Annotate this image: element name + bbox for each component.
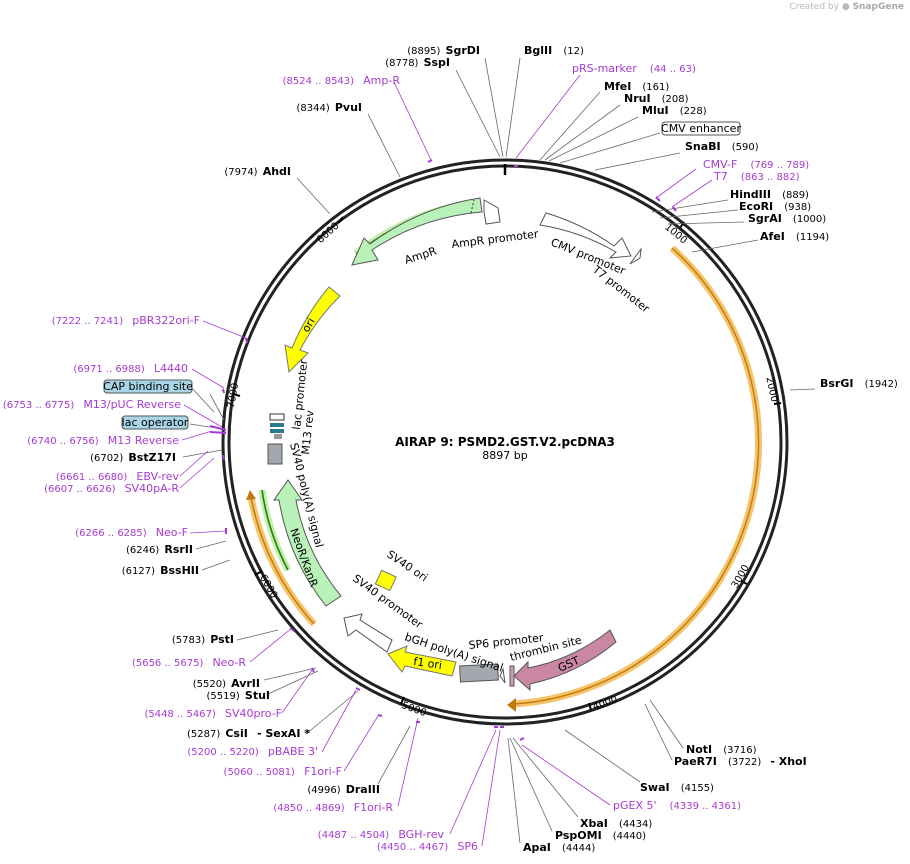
- tick-5000: 5000: [400, 696, 428, 719]
- primer-m13-reverse: (6740 .. 6756) M13 Reverse: [27, 429, 179, 448]
- primer-bgh-rev: (4487 .. 4504) BGH-rev: [318, 823, 445, 842]
- feature-t7-promoter: [629, 247, 642, 265]
- enzyme-avrii: (5520) AvrII: [193, 672, 260, 691]
- enzyme-swai: SwaI (4155): [640, 776, 714, 795]
- feature-cmv-promoter: [539, 212, 632, 259]
- enzyme-nrui: NruI (208): [624, 87, 689, 106]
- feature-f1-ori: [387, 645, 457, 677]
- primer-m13-puc-reverse: (6753 .. 6775) M13/pUC Reverse: [3, 393, 181, 412]
- enzyme-paer7i: PaeR7I (3722) - XhoI: [674, 750, 807, 769]
- enzyme-noti: NotI (3716): [686, 738, 757, 757]
- primer-f1ori-r: (4850 .. 4869) F1ori-R: [273, 796, 393, 815]
- enzyme-rsrii: (6246) RsrII: [126, 538, 193, 557]
- feature-labels: AmpR promoter AmpR CMV promoter T7 promo…: [287, 227, 652, 674]
- feature-ampr: [351, 197, 483, 266]
- enzyme-ecori: EcoRI (938): [739, 195, 811, 214]
- feature-sv40-promoter: [343, 613, 393, 653]
- primer-neo-r: (5656 .. 5675) Neo-R: [132, 651, 246, 670]
- label-ampr: AmpR: [403, 244, 439, 267]
- map-title: AIRAP 9: PSMD2.GST.V2.pcDNA3: [395, 435, 615, 449]
- enzyme-bsshii: (6127) BssHII: [122, 559, 199, 578]
- enzyme-pvui: (8344) PvuI: [296, 96, 362, 115]
- enzyme-bglii: BglII (12): [524, 39, 584, 58]
- primer-t7: T7 (863 .. 882): [713, 165, 800, 184]
- feature-ampr-promoter: [483, 199, 501, 225]
- credit-brand: SnapGene: [852, 2, 904, 12]
- enzyme-bstz17i: (6702) BstZ17I: [90, 446, 176, 465]
- tick-4000: 4000: [588, 694, 619, 713]
- enzyme-ahdi: (7974) AhdI: [224, 160, 291, 179]
- boxed-lac-operator: lac operator: [121, 415, 189, 430]
- enzyme-hindiii: HindIII (889): [730, 183, 809, 202]
- tick-label: 6000: [257, 573, 279, 601]
- tick-2000: 2000: [763, 376, 782, 405]
- feature-m13-rev: [274, 434, 282, 439]
- primer-sp6: (4450 .. 4467) SP6: [377, 835, 478, 854]
- primer-l4440: (6971 .. 6988) L4440: [73, 357, 188, 376]
- enzyme-apai: ApaI (4444): [523, 836, 595, 855]
- enzyme-snabi: SnaBI (590): [685, 135, 759, 154]
- primer-sv40pa-r: (6607 .. 6626) SV40pA-R: [44, 477, 179, 496]
- credit-prefix: Created by: [789, 2, 839, 12]
- enzyme-sgrai: SgrAI (1000): [748, 207, 826, 226]
- tick-label: 2000: [763, 376, 779, 403]
- snapgene-credit: Created by ● SnapGene: [789, 2, 904, 12]
- primer-neo-f: (6266 .. 6285) Neo-F: [75, 521, 188, 540]
- enzyme-xbai: XbaI (4434): [580, 812, 652, 831]
- tick-label: 7000: [226, 382, 241, 409]
- tick-7000: 7000: [226, 382, 241, 409]
- primer-pbr322ori-f: (7222 .. 7241) pBR322ori-F: [52, 309, 200, 328]
- label-f1-ori: f1 ori: [413, 655, 443, 672]
- tick-label: 4000: [591, 694, 619, 712]
- label-ori: ori: [299, 316, 317, 335]
- primer-f1ori-f: (5060 .. 5081) F1ori-F: [224, 760, 342, 779]
- label-ampr-promoter: AmpR promoter: [451, 227, 540, 251]
- boxed-label: CMV enhancer: [661, 122, 741, 135]
- boxed-label: CAP binding site: [103, 380, 193, 393]
- feature-ori: [284, 286, 341, 374]
- primer-sv40pro-f: (5448 .. 5467) SV40pro-F: [144, 702, 282, 721]
- enzyme-afei: AfeI (1194): [760, 225, 829, 244]
- enzyme-csii: (5287) CsiI - SexAI *: [187, 722, 310, 741]
- label-m13-rev: M13 rev: [299, 409, 317, 455]
- feature-cap-site: [270, 429, 284, 433]
- enzyme-pspomi: PspOMI (4440): [555, 824, 646, 843]
- enzyme-psti: (5783) PstI: [172, 628, 234, 647]
- primer-ebv-rev: (6661 .. 6680) EBV-rev: [56, 465, 180, 484]
- enzyme-mlui: MluI (228): [642, 99, 707, 118]
- enzyme-draiii: (4996) DraIII: [307, 778, 380, 797]
- feature-sv40-polya: [267, 443, 283, 465]
- primer-pgex-5: pGEX 5' (4339 .. 4361): [613, 794, 741, 813]
- tick-label: 5000: [400, 700, 428, 719]
- feature-lac-promoter: [269, 413, 285, 421]
- primer-marks: [209, 159, 677, 741]
- primer-cmv-f: CMV-F (769 .. 789): [703, 153, 809, 172]
- boxed-cap-binding-site: CAP binding site: [103, 379, 193, 394]
- primer-pbabe-3: (5200 .. 5220) pBABE 3': [187, 740, 318, 759]
- feature-bgh-polya: [459, 663, 499, 683]
- enzyme-sspi: (8778) SspI: [385, 51, 450, 70]
- enzyme-leaders: [182, 57, 816, 844]
- feature-gst: [513, 629, 617, 692]
- map-length: 8897 bp: [482, 449, 527, 462]
- feature-sp6-promoter: [499, 667, 506, 684]
- primer-amp-r: (8524 .. 8543) Amp-R: [283, 69, 401, 88]
- feature-neor: [273, 479, 342, 607]
- backbone-outer: [221, 158, 789, 726]
- enzyme-stui: (5519) StuI: [207, 684, 270, 703]
- enzyme-sgrdi: (8895) SgrDI: [407, 39, 480, 58]
- orf-arc-psmd2: [513, 245, 762, 708]
- primer-labels: (8524 .. 8543) Amp-R pRS-marker (44 .. 6…: [3, 57, 809, 854]
- enzyme-mfei: MfeI (161): [604, 75, 669, 94]
- primer-leaders: [179, 74, 713, 847]
- enzyme-bsrgi: BsrGI (1942): [820, 372, 898, 391]
- enzyme-labels: (8895) SgrDI (8778) SspI (8344) PvuI (79…: [90, 39, 898, 855]
- feature-sv40-ori: [374, 569, 397, 592]
- feature-lac-operator: [270, 423, 284, 427]
- boxed-cmv-enhancer: CMV enhancer: [661, 121, 741, 136]
- boxed-label: lac operator: [122, 416, 189, 429]
- snapgene-logo-icon: ●: [841, 2, 850, 12]
- primer-prs-marker: pRS-marker (44 .. 63): [572, 57, 696, 76]
